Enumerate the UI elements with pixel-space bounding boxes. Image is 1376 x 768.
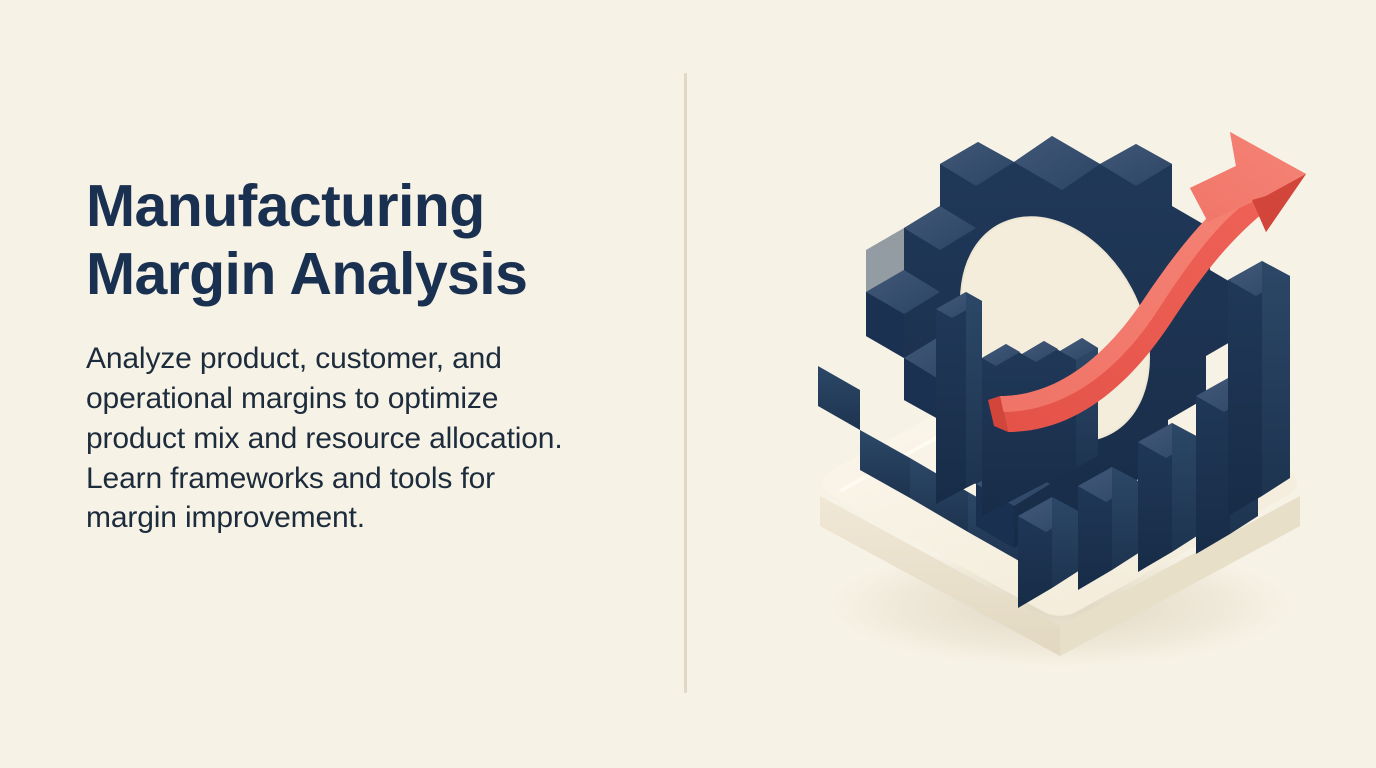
page-subtitle: Analyze product, customer, and operation… [86, 341, 563, 535]
bar-1 [1018, 497, 1080, 608]
growth-arrow-icon [988, 132, 1306, 432]
page-title: Manufacturing Margin Analysis [86, 173, 528, 308]
bar-3 [1138, 423, 1200, 572]
text-column: Manufacturing Margin Analysis Analyze pr… [86, 172, 606, 538]
bar-2 [1078, 467, 1140, 590]
vertical-divider [684, 73, 687, 693]
illustration-manufacturing-margin [760, 96, 1320, 676]
bar-chart [1018, 261, 1290, 608]
bar-5 [1228, 261, 1290, 516]
